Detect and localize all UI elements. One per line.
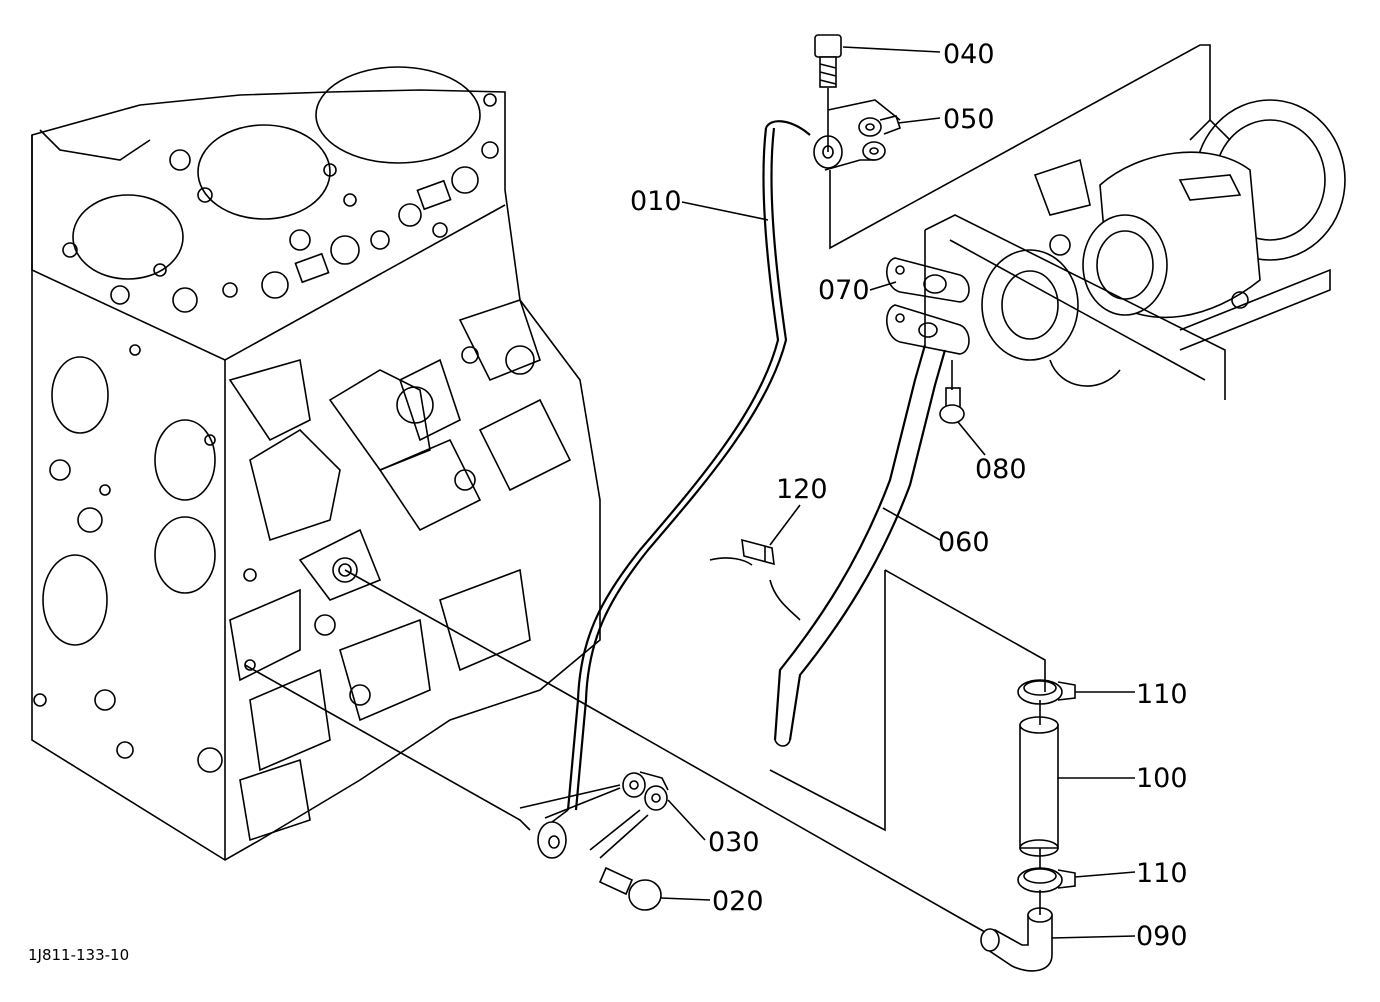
part-label-070: 070 xyxy=(818,275,870,306)
washers-050 xyxy=(858,115,902,161)
clamp-110-lower xyxy=(1017,867,1076,893)
part-label-080: 080 xyxy=(975,454,1027,485)
part-label-110-upper: 110 xyxy=(1136,679,1188,710)
turbocharger-illustration xyxy=(981,99,1346,387)
part-label-040: 040 xyxy=(943,39,995,70)
hose-100 xyxy=(1019,716,1059,857)
part-label-090: 090 xyxy=(1136,921,1188,952)
part-labels: 040 050 010 070 080 120 060 110 100 030 … xyxy=(630,39,1188,952)
banjo-bolt-040 xyxy=(814,34,842,88)
washers-030 xyxy=(622,771,669,811)
elbow-090 xyxy=(980,907,1053,972)
leader-lines xyxy=(660,46,1136,939)
part-label-050: 050 xyxy=(943,104,995,135)
engine-block-illustration xyxy=(31,66,601,861)
banjo-bolt-020 xyxy=(598,866,662,911)
bolt-080 xyxy=(939,387,965,424)
return-pipe-060 xyxy=(773,344,947,747)
part-label-030: 030 xyxy=(708,827,760,858)
oil-pipe-010 xyxy=(537,120,843,859)
part-label-020: 020 xyxy=(712,886,764,917)
part-label-060: 060 xyxy=(938,527,990,558)
part-label-010: 010 xyxy=(630,186,682,217)
drawing-code: 1J811-133-10 xyxy=(28,946,129,964)
clamp-110-upper xyxy=(1017,679,1076,705)
gaskets-070 xyxy=(886,257,970,355)
part-label-120: 120 xyxy=(776,474,828,505)
clip-120 xyxy=(741,538,775,566)
part-label-100: 100 xyxy=(1136,763,1188,794)
assembly-lines xyxy=(244,44,1226,933)
part-label-110-lower: 110 xyxy=(1136,858,1188,889)
